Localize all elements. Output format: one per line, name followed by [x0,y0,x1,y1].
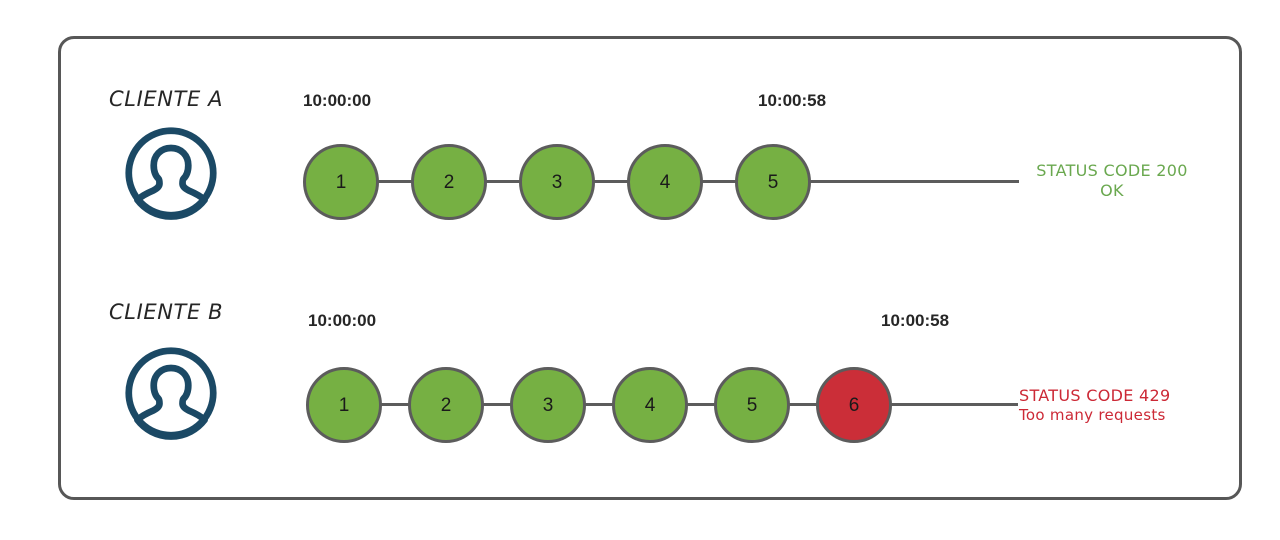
request-node[interactable]: 4 [612,367,688,443]
request-node[interactable]: 2 [411,144,487,220]
request-node[interactable]: 5 [714,367,790,443]
status-badge-a: STATUS CODE 200 OK [1017,161,1207,202]
timestamp-end-a: 10:00:58 [758,91,827,110]
status-text-b: Too many requests [1019,406,1166,425]
connector-b-6-status [890,403,1018,406]
person-avatar-icon [123,125,219,221]
connector-a-2 [485,180,527,183]
request-node-rate-limited[interactable]: 6 [816,367,892,443]
request-node[interactable]: 2 [408,367,484,443]
connector-b-3 [584,403,620,406]
connector-a-3 [593,180,635,183]
connector-b-4 [686,403,722,406]
connector-a-4 [701,180,743,183]
request-node[interactable]: 1 [306,367,382,443]
request-node[interactable]: 5 [735,144,811,220]
connector-b-5 [788,403,824,406]
timestamp-start-a: 10:00:00 [303,91,372,110]
connector-b-2 [482,403,518,406]
client-label-b: CLIENTE B [109,300,224,324]
status-code-b: STATUS CODE 429 [1019,386,1171,405]
status-badge-b: STATUS CODE 429 Too many requests [1019,386,1239,426]
diagram-frame: CLIENTE A 10:00:00 10:00:58 1 2 3 4 5 [58,36,1242,500]
client-label-a: CLIENTE A [109,87,224,111]
connector-b-1 [380,403,416,406]
request-node[interactable]: 3 [510,367,586,443]
status-code-a: STATUS CODE 200 [1036,161,1188,180]
request-node[interactable]: 3 [519,144,595,220]
status-text-a: OK [1100,181,1124,201]
request-node[interactable]: 1 [303,144,379,220]
timestamp-end-b: 10:00:58 [881,311,950,330]
connector-a-1 [377,180,419,183]
timestamp-start-b: 10:00:00 [308,311,377,330]
person-avatar-icon [123,345,219,441]
request-node[interactable]: 4 [627,144,703,220]
connector-a-5-status [809,180,1019,183]
